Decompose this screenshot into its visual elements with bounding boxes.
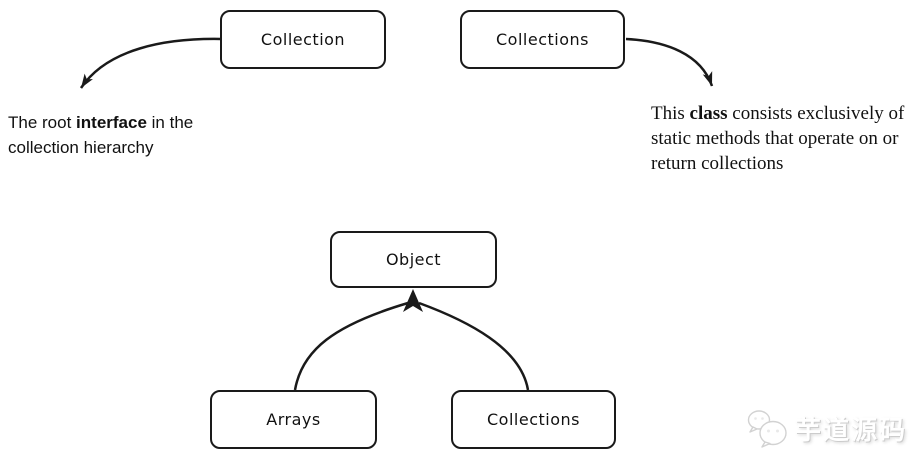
collection-note-bold: interface <box>76 113 147 132</box>
collection-note-text-after: in the collection hierarchy <box>8 113 194 157</box>
collections-to-object-connector <box>418 301 530 391</box>
collections-note: This class consists exclusively of stati… <box>651 101 907 176</box>
node-collections-top-label: Collections <box>496 30 589 49</box>
node-collection-label: Collection <box>260 30 346 49</box>
node-collections-bottom: Collections <box>451 390 616 449</box>
collections-note-text-after: consists exclusively of static methods t… <box>651 103 905 174</box>
watermark: 芋道源码 <box>745 405 907 451</box>
watermark-text: 芋道源码 <box>795 415 908 446</box>
collections-note-text-before: This <box>651 103 690 124</box>
collection-note: The root interface in the collection hie… <box>8 110 213 160</box>
collection-note-arrow <box>79 37 222 89</box>
collections-note-bold: class <box>689 103 728 124</box>
node-arrays: Arrays <box>210 390 377 449</box>
node-collections-bottom-label: Collections <box>487 410 580 429</box>
collections-note-arrow <box>625 37 714 87</box>
node-object-label: Object <box>385 250 442 269</box>
collection-note-text-before: The root <box>8 113 77 132</box>
node-object: Object <box>330 231 497 288</box>
node-arrays-label: Arrays <box>266 410 321 429</box>
arrays-to-object-connector <box>293 301 409 391</box>
node-collections-top: Collections <box>460 10 625 69</box>
inheritance-arrowhead <box>403 289 423 312</box>
wechat-chat-bubbles-icon <box>747 410 787 448</box>
node-collection: Collection <box>220 10 386 69</box>
